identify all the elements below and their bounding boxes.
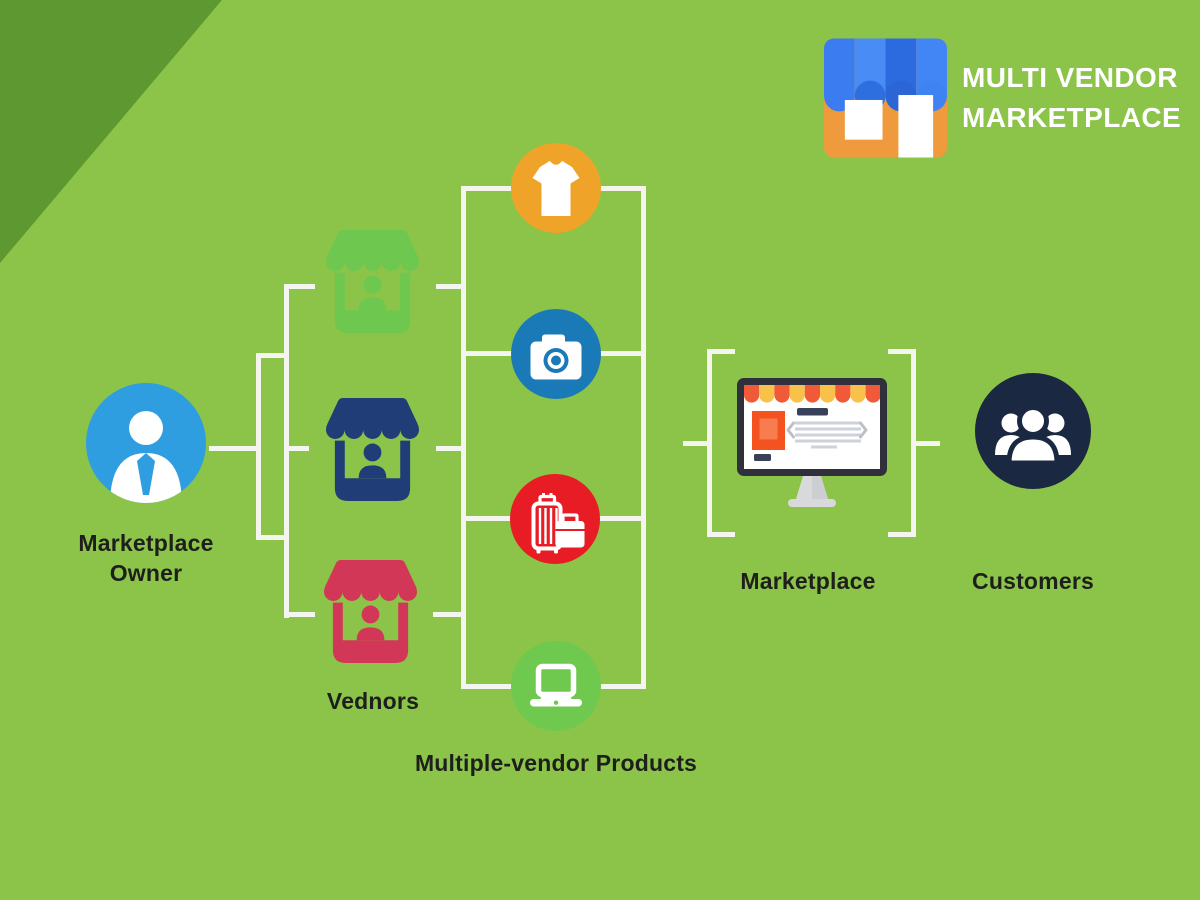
connector-line (641, 186, 646, 689)
brand-title: MULTI VENDOR MARKETPLACE (962, 58, 1200, 138)
storefront-icon (323, 227, 422, 336)
marketplace-label: Marketplace (740, 568, 876, 594)
laptop-icon (511, 641, 601, 731)
connector-line (436, 446, 461, 451)
connector-line (256, 535, 289, 540)
chevron-right-icon (859, 421, 868, 439)
connector-line (683, 441, 712, 446)
customers-label: Customers (972, 568, 1094, 594)
monitor-awning (744, 385, 880, 403)
background-accent-triangle (0, 0, 222, 263)
connector-line (284, 612, 315, 617)
products-label: Multiple-vendor Products (414, 750, 698, 776)
connector-line (436, 284, 461, 289)
storefront-icon (323, 395, 422, 504)
connector-line (707, 532, 735, 537)
owner-label: Marketplace Owner (78, 530, 214, 586)
brand-title-line1: MULTI VENDOR (962, 62, 1178, 93)
connector-line (433, 612, 461, 617)
connector-line (911, 349, 916, 537)
buy-button (754, 454, 771, 461)
connector-line (888, 532, 916, 537)
connector-line (209, 446, 259, 451)
connector-line (256, 353, 289, 358)
connector-line (284, 446, 309, 451)
camera-icon (511, 309, 601, 399)
luggage-icon (510, 474, 600, 564)
storefront-awning-icon (824, 38, 947, 158)
chevron-left-icon (786, 421, 795, 439)
tshirt-icon (511, 143, 601, 233)
person-icon (86, 383, 206, 503)
connector-line (916, 441, 940, 446)
people-group-icon (975, 373, 1091, 489)
monitor-storefront-icon (737, 378, 887, 507)
vendors-label: Vednors (326, 688, 420, 714)
connector-line (284, 284, 315, 289)
connector-line (707, 349, 712, 537)
connector-line (256, 353, 261, 540)
brand-title-line2: MARKETPLACE (962, 102, 1182, 133)
connector-line (284, 284, 289, 618)
connector-line (461, 186, 466, 689)
connector-line (888, 349, 916, 354)
connector-line (707, 349, 735, 354)
storefront-icon (321, 557, 420, 666)
